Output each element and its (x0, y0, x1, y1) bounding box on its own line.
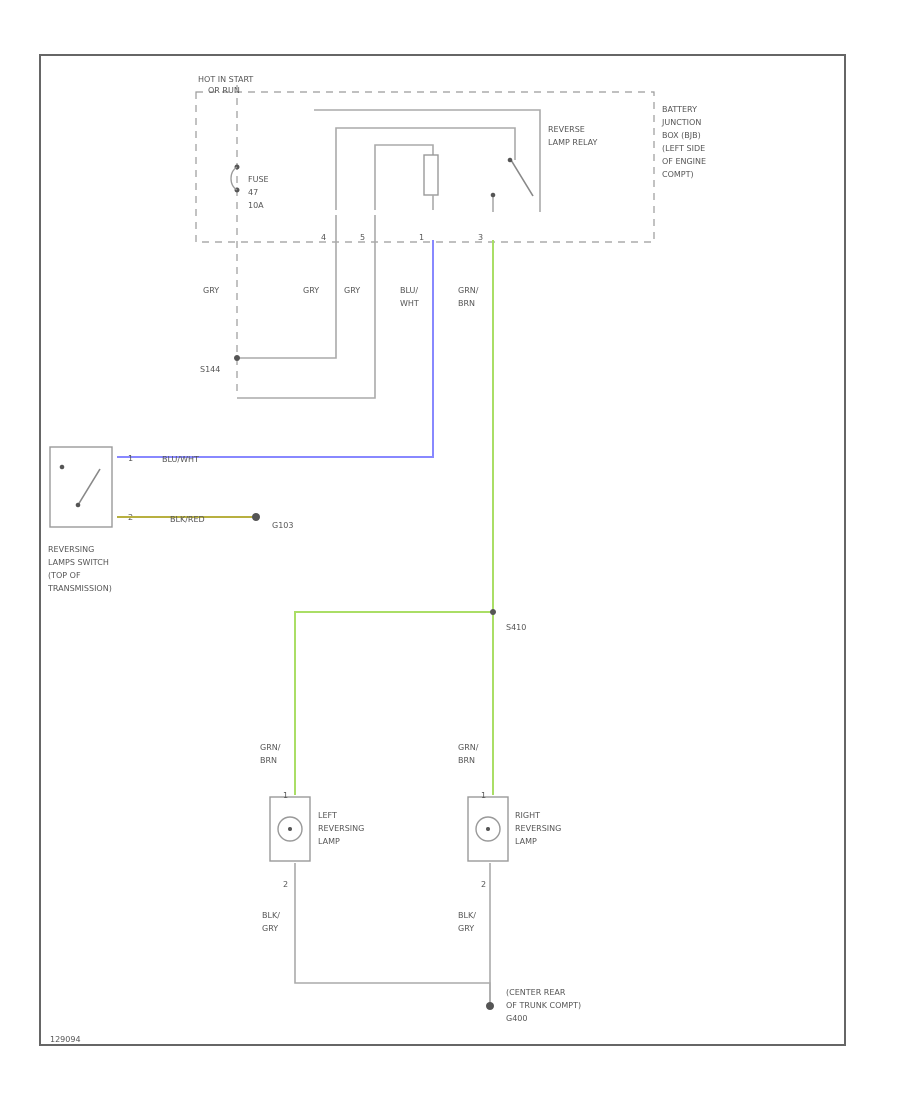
reversing-lamps-switch-box (49, 446, 113, 528)
bjb-line-1: BATTERY (662, 105, 697, 114)
blu-wht-label-2: WHT (400, 299, 419, 308)
bjb-line-5: OF ENGINE (662, 157, 706, 166)
switch-pin-1: 1 (128, 454, 133, 463)
bjb-line-6: COMPT) (662, 170, 694, 179)
left-lamp-line-2: REVERSING (318, 824, 364, 833)
splice-s144-label: S144 (200, 365, 220, 374)
fuse-line-3: 10A (248, 201, 264, 210)
right-lamp-line-3: LAMP (515, 837, 537, 846)
right-lamp-line-1: RIGHT (515, 811, 540, 820)
right-lamp-label: RIGHT REVERSING LAMP (515, 811, 561, 846)
left-lamp-pin-2: 2 (283, 880, 288, 889)
ground-g103-label: G103 (272, 521, 293, 530)
switch-label-2: LAMPS SWITCH (48, 558, 109, 567)
relay-switch-node (507, 157, 513, 163)
reversing-switch-label: REVERSING LAMPS SWITCH (TOP OF TRANSMISS… (47, 545, 112, 593)
relay-top-wire (314, 109, 541, 212)
or-run-label: OR RUN (208, 86, 240, 95)
switch-blade (77, 468, 101, 506)
pin-5: 5 (360, 233, 365, 242)
grn-brn-top-label-2: BRN (458, 299, 475, 308)
right-lamp-line-2: REVERSING (515, 824, 561, 833)
fuse-symbol (230, 166, 238, 191)
bjb-line-4: (LEFT SIDE (662, 144, 705, 153)
blu-wht-inline-label: BLU/WHT (162, 455, 199, 464)
grn-brn-top-label-1: GRN/ (458, 286, 479, 295)
left-lamp-line-3: LAMP (318, 837, 340, 846)
ground-g400-label: (CENTER REAR OF TRUNK COMPT) G400 (506, 988, 581, 1023)
left-lamp-pin-1: 1 (283, 791, 288, 800)
ground-g103-node (252, 513, 260, 521)
blk-gry-right-label-1: BLK/ (458, 911, 476, 920)
g400-line-2: OF TRUNK COMPT) (506, 1001, 581, 1010)
ground-g400-node (486, 1002, 494, 1010)
relay-connector-pins: 4 5 1 3 (321, 233, 483, 242)
bjb-line-3: BOX (BJB) (662, 131, 701, 140)
switch-label-3: (TOP OF (48, 571, 81, 580)
diagram-frame (39, 54, 846, 1046)
left-lamp-bulb-icon (277, 816, 303, 842)
grn-brn-right-label-2: BRN (458, 756, 475, 765)
hot-in-start-label: HOT IN START (198, 75, 253, 84)
battery-junction-box-label: BATTERY JUNCTION BOX (BJB) (LEFT SIDE OF… (661, 105, 706, 179)
relay-switch-blade (510, 159, 534, 197)
relay-contact-node (490, 192, 496, 198)
left-lamp-label: LEFT REVERSING LAMP (318, 811, 364, 846)
gry-wire-loop (237, 215, 376, 399)
blk-gry-left-wire (294, 863, 491, 1003)
splice-s410-label: S410 (506, 623, 526, 632)
right-reversing-lamp-box (467, 796, 509, 862)
blk-gry-left-label-2: GRY (262, 924, 278, 933)
fuse-label: FUSE 47 10A (248, 175, 269, 210)
switch-node-bottom (75, 502, 81, 508)
blk-red-inline-label: BLK/RED (170, 515, 205, 524)
pin-1: 1 (419, 233, 424, 242)
right-lamp-bulb-icon (475, 816, 501, 842)
relay-pin5-wire (374, 144, 434, 210)
battery-junction-box-outline (195, 91, 655, 243)
bjb-line-2: JUNCTION (661, 118, 701, 127)
switch-label-4: TRANSMISSION) (47, 584, 112, 593)
reverse-lamp-relay-label: REVERSE LAMP RELAY (548, 125, 597, 147)
relay-line-2: LAMP RELAY (548, 138, 597, 147)
figure-id: 129094 (50, 1035, 81, 1044)
relay-pin4-wire (335, 127, 516, 210)
relay-coil-icon (423, 154, 439, 196)
relay-line-1: REVERSE (548, 125, 585, 134)
grn-brn-right-label-1: GRN/ (458, 743, 479, 752)
blk-gry-right-label-2: GRY (458, 924, 474, 933)
blk-gry-left-label-1: BLK/ (262, 911, 280, 920)
gry-wire-label-2: GRY (303, 286, 319, 295)
left-reversing-lamp-box (269, 796, 311, 862)
splice-s144-node (234, 355, 240, 361)
fuse-line-1: FUSE (248, 175, 269, 184)
right-lamp-pin-1: 1 (481, 791, 486, 800)
g400-line-1: (CENTER REAR (506, 988, 566, 997)
switch-label-1: REVERSING (48, 545, 94, 554)
gry-wire-to-s144 (237, 215, 337, 359)
left-lamp-filament (288, 827, 292, 831)
grn-brn-left-label-1: GRN/ (260, 743, 281, 752)
pin-4: 4 (321, 233, 326, 242)
grn-brn-left-label-2: BRN (260, 756, 277, 765)
blu-wht-wire (117, 240, 434, 458)
left-lamp-line-1: LEFT (318, 811, 337, 820)
fuse-line-2: 47 (248, 188, 258, 197)
blu-wht-label-1: BLU/ (400, 286, 418, 295)
gry-wire-label-3: GRY (344, 286, 360, 295)
right-lamp-filament (486, 827, 490, 831)
grn-brn-left-branch (294, 611, 493, 795)
g400-line-3: G400 (506, 1014, 527, 1023)
pin-3: 3 (478, 233, 483, 242)
switch-node-top (59, 464, 65, 470)
splice-s410-node (490, 609, 496, 615)
gry-wire-label-1: GRY (203, 286, 219, 295)
right-lamp-pin-2: 2 (481, 880, 486, 889)
